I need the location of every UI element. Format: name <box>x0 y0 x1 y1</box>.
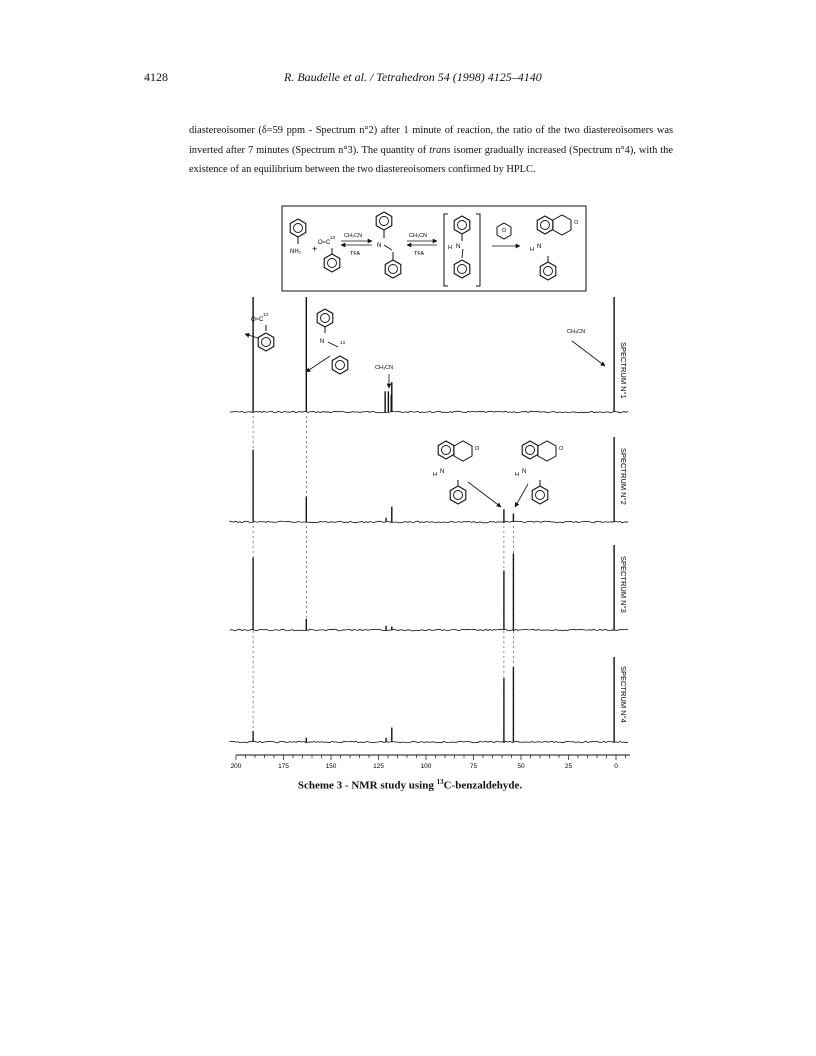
annot-b-h: H <box>515 472 519 478</box>
figure-caption: Scheme 3 - NMR study using 13C-benzaldeh… <box>290 778 530 792</box>
axis-tick-label: 25 <box>565 763 573 770</box>
pyran-o-label: O <box>502 228 507 234</box>
paragraph-text-2: isomer gradually increased (Spectrum n°4… <box>189 144 676 176</box>
iminium-h-label: H <box>448 245 452 251</box>
paragraph-text-1: diastereoisomer (δ=59 ppm - Spectrum n°2… <box>189 125 676 156</box>
annot-a-o: O <box>475 446 480 452</box>
caption-prefix: Scheme 3 - NMR study using <box>297 779 437 792</box>
spectrum-baseline <box>229 628 629 632</box>
annot-carbonyl-label: O≈C <box>251 317 264 323</box>
caption-isotope: 13 <box>436 778 444 786</box>
reagent-bottom-2: TFA <box>414 251 424 257</box>
product-h-label: H <box>530 247 534 253</box>
spectrum-3: SPECTRUM N°3 <box>229 545 629 632</box>
imine-n-label: N <box>377 243 381 249</box>
nh2-label: NH₂ <box>290 249 302 255</box>
ppm-axis: 200 175 150 125 100 75 50 25 0 <box>231 754 630 770</box>
isotope-label: 13 <box>330 235 336 240</box>
spectrum-baseline <box>229 740 629 744</box>
axis-tick-label: 125 <box>373 763 384 770</box>
dihydropyran-structure: O <box>496 222 512 240</box>
axis-tick-label: 75 <box>470 763 478 770</box>
equilibrium-arrow-2: CH₃CN TFA <box>406 233 438 257</box>
page-number: 4128 <box>144 70 168 84</box>
annot-solvent-arrow-2 <box>571 340 606 367</box>
benzaldehyde-structure: O≈C 13 <box>318 235 341 273</box>
page-header: 4128 R. Baudelle et al. / Tetrahedron 54… <box>144 70 684 90</box>
spectrum-baseline <box>229 410 629 414</box>
axis-tick-label: 50 <box>517 763 525 770</box>
annot-imine-n: N <box>320 339 324 345</box>
equilibrium-arrow-1: CH₃CN TFA <box>340 233 373 257</box>
product-n-label: N <box>537 244 541 250</box>
annot-b-o: O <box>559 446 564 452</box>
axis-tick-label: 150 <box>326 763 337 770</box>
reagent-top-1: CH₃CN <box>344 233 362 239</box>
spectrum-2-annotations: O H N O H N <box>433 440 564 508</box>
axis-tick-label: 175 <box>278 763 289 770</box>
paragraph-italic: trans <box>429 144 451 156</box>
axis-tick-label: 200 <box>231 763 242 770</box>
imine-structure: N <box>375 211 402 279</box>
caption-suffix: C-benzaldehyde. <box>443 779 523 792</box>
scheme-box <box>281 205 587 292</box>
spectrum-4: SPECTRUM N°4 <box>229 657 629 744</box>
spectrum-2: SPECTRUM N°2 <box>229 437 629 524</box>
reaction-scheme: NH₂ + O≈C 13 CH₃CN TFA N CH₃CN <box>281 205 587 292</box>
iminium-structure: H N <box>443 213 481 287</box>
axis-tick-label: 0 <box>614 763 618 770</box>
imine-annotation: N 13 <box>305 308 349 375</box>
iminium-n-label: N <box>456 244 460 250</box>
spectrum-1: SPECTRUM N°1 <box>229 297 629 414</box>
plus-sign: + <box>312 244 317 254</box>
product-o-label: O <box>574 220 579 226</box>
body-paragraph: diastereoisomer (δ=59 ppm - Spectrum n°2… <box>189 121 673 180</box>
annot-b-n: N <box>522 469 526 475</box>
annot-imine-iso: 13 <box>340 340 346 345</box>
spectrum-baseline <box>229 520 629 524</box>
annot-isotope-label: 13 <box>263 312 269 317</box>
product-annotation-b: O H N <box>514 440 564 508</box>
annot-solvent-label-1: CH₃CN <box>375 365 393 371</box>
spectrum-label: SPECTRUM N°2 <box>619 448 628 505</box>
spectrum-label: SPECTRUM N°4 <box>619 666 628 723</box>
aniline-structure: NH₂ <box>289 218 307 255</box>
spectrum-1-annotations: O≈C 13 N 13 CH₃CN CH₃CN <box>244 308 606 389</box>
annot-solvent-label-2: CH₃CN <box>567 329 585 335</box>
annot-a-h: H <box>433 472 437 478</box>
reagent-top-2: CH₃CN <box>409 233 427 239</box>
nmr-figure: NH₂ + O≈C 13 CH₃CN TFA N CH₃CN <box>229 205 630 770</box>
reagent-bottom-1: TFA <box>350 251 360 257</box>
annot-a-n: N <box>440 469 444 475</box>
benzaldehyde-annotation: O≈C 13 <box>244 312 275 352</box>
product-structure: O H N <box>530 214 579 281</box>
product-annotation-a: O H N <box>433 440 502 508</box>
spectrum-label: SPECTRUM N°1 <box>619 342 628 399</box>
spectrum-label: SPECTRUM N°3 <box>619 556 628 613</box>
axis-tick-label: 100 <box>421 763 432 770</box>
carbonyl-label: O≈C <box>318 240 331 246</box>
running-title: R. Baudelle et al. / Tetrahedron 54 (199… <box>284 70 542 84</box>
